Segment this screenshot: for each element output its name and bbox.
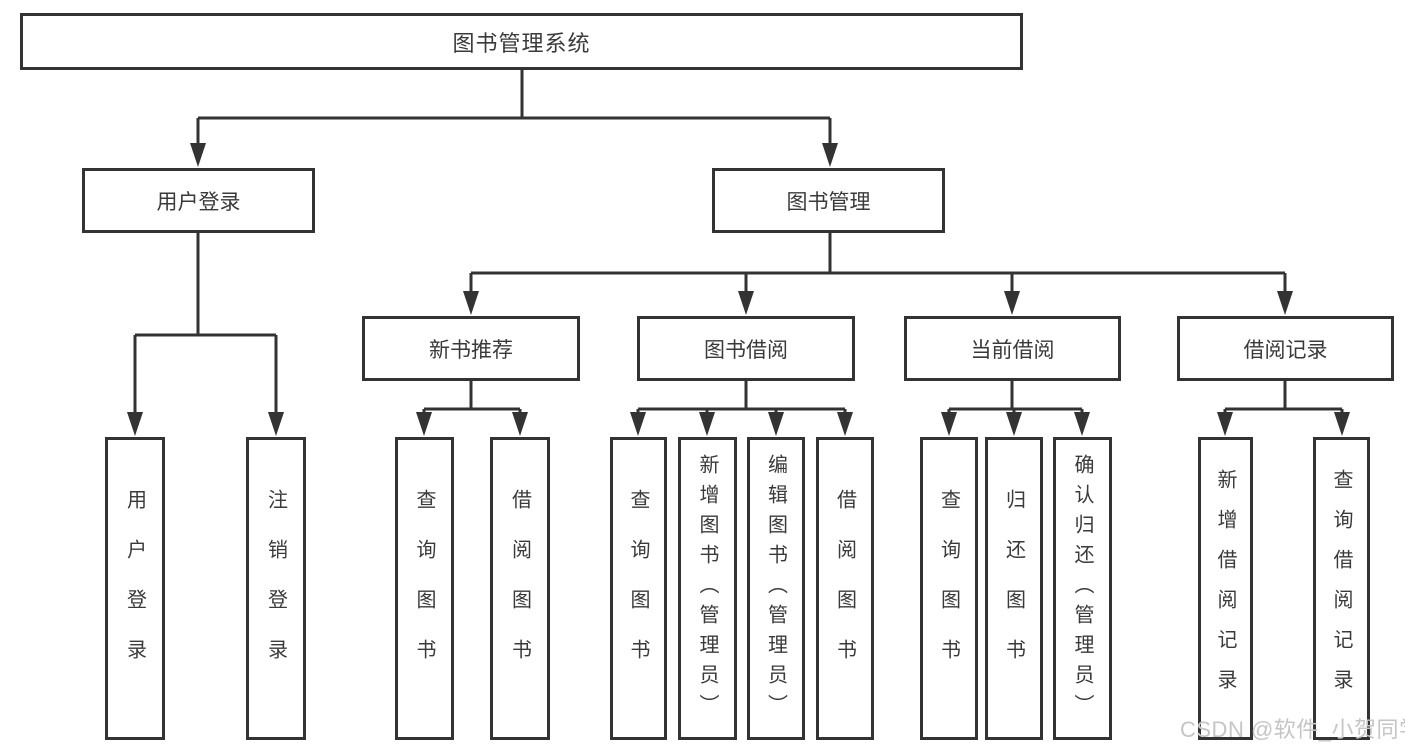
node-user-login: 用户登录	[82, 168, 315, 233]
leaf-bb-edit-books-admin: 编辑图书（管理员）	[747, 437, 805, 740]
leaf-br-add-record: 新增借阅记录	[1198, 437, 1253, 740]
leaf-bb-borrow-books-label: 借阅图书	[833, 488, 856, 689]
node-borrowing-records: 借阅记录	[1177, 316, 1394, 381]
leaf-br-add-record-label: 新增借阅记录	[1214, 468, 1236, 709]
leaf-bb-query-books: 查询图书	[610, 437, 667, 740]
node-book-management: 图书管理	[712, 168, 945, 233]
leaf-nb-query-books-label: 查询图书	[413, 488, 435, 689]
leaf-cb-confirm-return-admin: 确认归还（管理员）	[1053, 437, 1112, 740]
leaf-bb-borrow-books: 借阅图书	[816, 437, 874, 740]
csdn-watermark: CSDN @软件_小贺同学	[1180, 717, 1405, 742]
leaf-nb-query-books: 查询图书	[395, 437, 454, 740]
node-library-management-system-label: 图书管理系统	[452, 30, 591, 56]
leaf-user-login: 用户登录	[105, 437, 165, 740]
leaf-br-query-record-label: 查询借阅记录	[1330, 468, 1352, 709]
node-library-management-system: 图书管理系统	[20, 13, 1023, 70]
leaf-logout: 注销登录	[246, 437, 306, 740]
node-current-borrowing-label: 当前借阅	[970, 338, 1055, 362]
leaf-nb-borrow-books: 借阅图书	[490, 437, 550, 740]
leaf-user-login-label: 用户登录	[123, 488, 146, 689]
node-new-book-recommend-label: 新书推荐	[429, 338, 513, 362]
node-new-book-recommend: 新书推荐	[362, 316, 580, 381]
leaf-bb-query-books-label: 查询图书	[627, 488, 649, 689]
leaf-cb-query-books-label: 查询图书	[937, 488, 960, 689]
leaf-cb-confirm-return-admin-label: 确认归还（管理员）	[1071, 453, 1093, 724]
node-borrowing-records-label: 借阅记录	[1243, 338, 1328, 362]
leaf-logout-label: 注销登录	[264, 488, 287, 689]
leaf-cb-return-books: 归还图书	[985, 437, 1043, 740]
leaf-nb-borrow-books-label: 借阅图书	[508, 488, 531, 689]
leaf-cb-return-books-label: 归还图书	[1002, 488, 1025, 689]
leaf-bb-add-books-admin-label: 新增图书（管理员）	[696, 453, 718, 724]
leaf-cb-query-books: 查询图书	[920, 437, 978, 740]
node-current-borrowing: 当前借阅	[904, 316, 1121, 381]
node-book-borrowing-label: 图书借阅	[704, 338, 788, 362]
leaf-bb-edit-books-admin-label: 编辑图书（管理员）	[764, 453, 787, 724]
leaf-bb-add-books-admin: 新增图书（管理员）	[678, 437, 737, 740]
node-book-borrowing: 图书借阅	[637, 316, 855, 381]
node-user-login-label: 用户登录	[156, 190, 241, 214]
leaf-br-query-record: 查询借阅记录	[1313, 437, 1370, 740]
node-book-management-label: 图书管理	[786, 190, 871, 214]
